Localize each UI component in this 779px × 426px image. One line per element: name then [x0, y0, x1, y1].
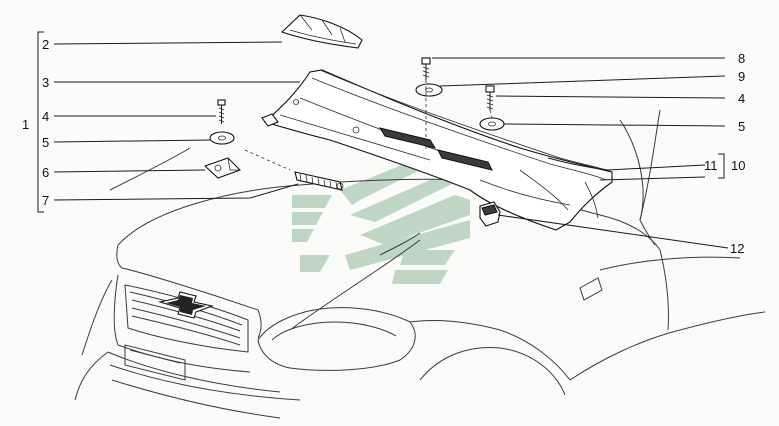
part-12-grommet	[479, 201, 501, 227]
part-4-screw-left	[217, 99, 226, 124]
part-7-spring-clip	[294, 171, 344, 191]
part-2-cover-panel	[280, 14, 363, 49]
callout-12: 12	[730, 241, 744, 256]
callout-11: 11	[704, 158, 718, 173]
cowl-vent-grille	[378, 127, 493, 171]
assembly-guide-lines	[244, 80, 493, 171]
callout-7: 7	[42, 193, 49, 208]
callout-2: 2	[42, 37, 49, 52]
part-9-washer	[415, 83, 443, 97]
part-4-screw-right	[485, 85, 495, 110]
callout-5-left: 5	[42, 135, 49, 150]
callout-3: 3	[42, 75, 49, 90]
callout-labels: 1 2 3 4 5 6 7 8 9 4 5 11 10 12	[22, 37, 745, 256]
bowtie-emblem-icon	[157, 291, 214, 319]
part-5-washer-right	[479, 117, 505, 131]
leader-lines	[37, 31, 729, 249]
part-3-cowl-panel	[261, 69, 613, 231]
part-6-clip-bracket	[203, 157, 241, 179]
part-11-seal-strip	[547, 157, 609, 171]
callout-4-left: 4	[42, 109, 49, 124]
part-8-screw	[421, 57, 431, 80]
callout-10: 10	[731, 158, 745, 173]
callout-5-right: 5	[738, 119, 745, 134]
part-5-washer-left	[209, 131, 235, 145]
callout-6: 6	[42, 165, 49, 180]
chevron-logo-watermark	[292, 165, 470, 284]
callout-1: 1	[22, 117, 29, 132]
callout-9: 9	[738, 69, 745, 84]
callout-4-right: 4	[738, 91, 745, 106]
callout-8: 8	[738, 51, 745, 66]
